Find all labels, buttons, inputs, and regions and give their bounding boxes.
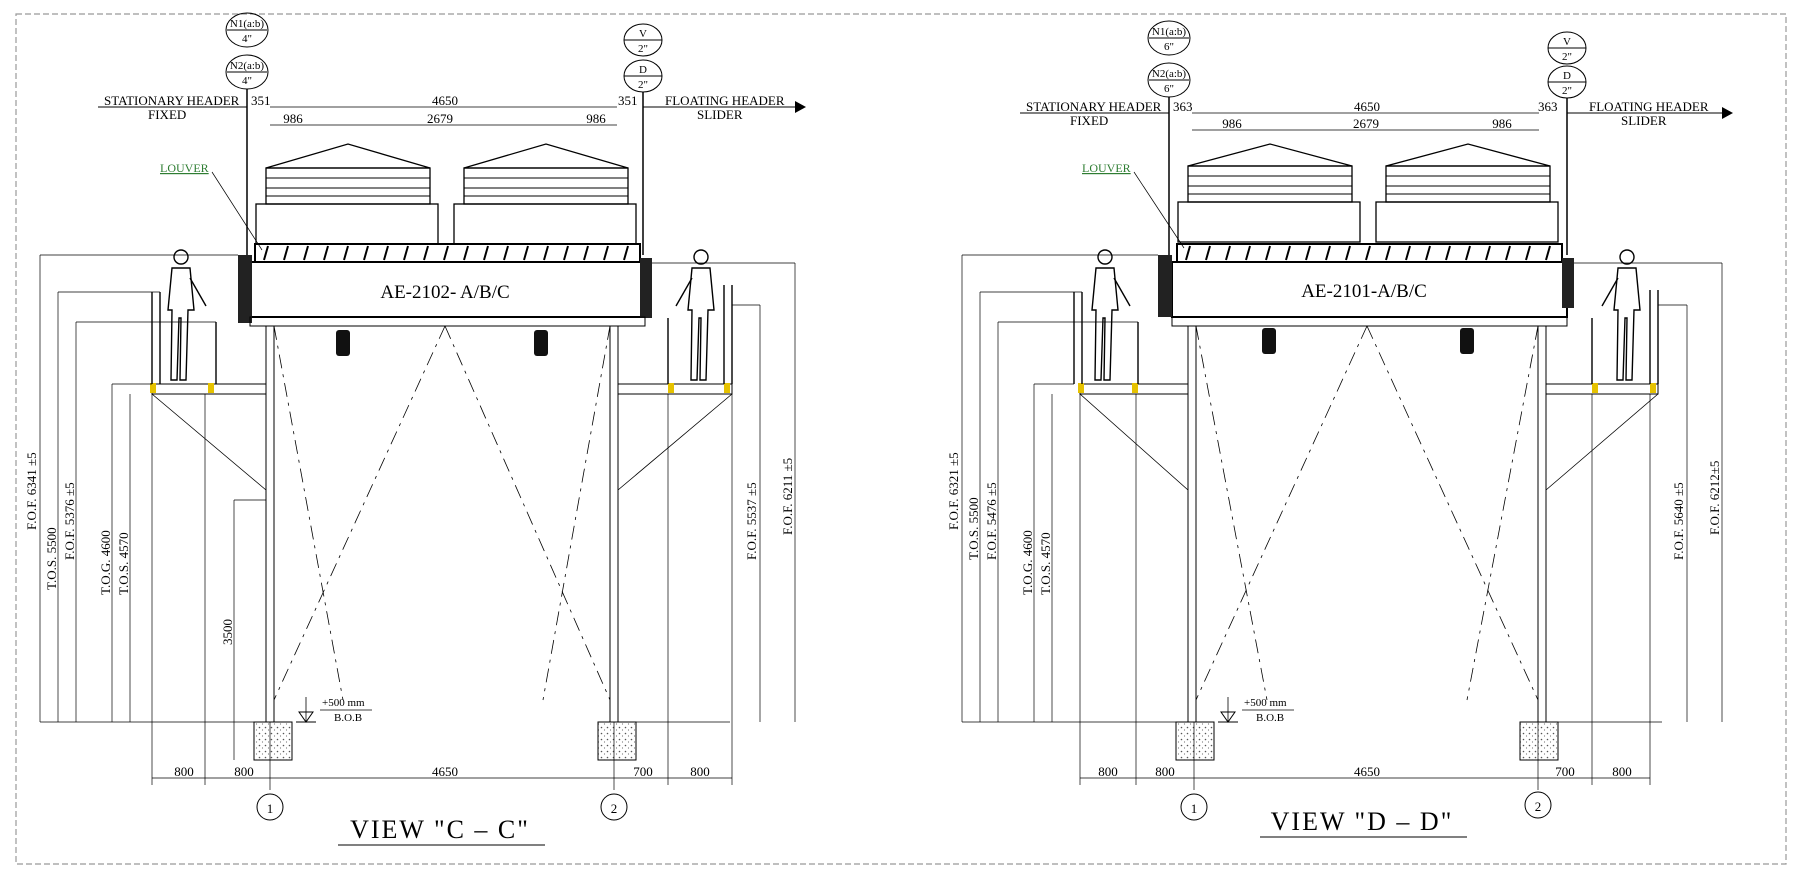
operator-left — [167, 249, 207, 381]
dim-bottom-800c: 800 — [690, 764, 710, 779]
dim-bay-mid: 2679 — [427, 111, 453, 126]
elev-fof-6341: F.O.F. 6341 ±5 — [24, 452, 39, 530]
elev-fof-5476: F.O.F. 5476 ±5 — [984, 482, 999, 560]
louver-label: LOUVER — [1082, 161, 1131, 175]
nozzle-n2-size: 6" — [1164, 83, 1174, 95]
dim-bottom-800a: 800 — [174, 764, 194, 779]
elev-fof-6212: F.O.F. 6212±5 — [1707, 461, 1722, 535]
dim-bottom-700: 700 — [1555, 764, 1575, 779]
nozzle-n1-name: N1(a:b) — [1152, 26, 1187, 38]
elev-fof-5640: F.O.F. 5640 ±5 — [1671, 482, 1686, 560]
nozzle-n2-size: 4" — [242, 75, 252, 87]
elev-fof-5376: F.O.F. 5376 ±5 — [62, 482, 77, 560]
nozzle-v-name: V — [1563, 36, 1571, 48]
elev-tos-4570: T.O.S. 4570 — [116, 532, 131, 595]
floating-header-sub: SLIDER — [697, 107, 743, 122]
foundation-right — [1519, 721, 1559, 761]
fan-hood-right — [453, 143, 637, 245]
fan-hood-right — [1375, 143, 1559, 243]
foundation-left — [1175, 721, 1215, 761]
dim-bottom-800c: 800 — [1612, 764, 1632, 779]
stationary-header-sub: FIXED — [1070, 113, 1108, 128]
nozzle-d-size: 2" — [638, 79, 648, 91]
dim-right-offset: 363 — [1538, 99, 1558, 114]
nozzle-v-name: V — [639, 28, 647, 40]
dim-bottom-800b: 800 — [234, 764, 254, 779]
elev-fof-6211: F.O.F. 6211 ±5 — [780, 458, 795, 535]
elev-tog-4600: T.O.G. 4600 — [98, 530, 113, 595]
nozzle-bubbles-right: V 2" D 2" — [1547, 31, 1587, 255]
dim-right-offset: 351 — [618, 93, 638, 108]
equipment-tag: AE-2101-A/B/C — [1301, 281, 1427, 302]
dim-bay-left: 986 — [1222, 116, 1242, 131]
dim-bottom-4650: 4650 — [1354, 764, 1380, 779]
grid-marker-2: 2 — [1535, 799, 1542, 814]
equipment-tag: AE-2102- A/B/C — [380, 282, 509, 303]
dim-bay-right: 986 — [586, 111, 606, 126]
floating-header-label: FLOATING HEADER — [1589, 99, 1709, 114]
nozzle-n2-name: N2(a:b) — [230, 60, 265, 72]
grid-marker-1: 1 — [1191, 801, 1198, 816]
nozzle-n1-size: 4" — [242, 33, 252, 45]
nozzle-d-name: D — [1563, 70, 1571, 82]
dim-bottom-700: 700 — [633, 764, 653, 779]
grid-marker-2: 2 — [611, 801, 618, 816]
view-title: VIEW "C – C" — [350, 815, 530, 844]
elev-tos-5500: T.O.S. 5500 — [966, 497, 981, 560]
nozzle-d-size: 2" — [1562, 85, 1572, 97]
dim-bay-right: 986 — [1492, 116, 1512, 131]
bob-note: +500 mm — [322, 697, 365, 709]
dim-bottom-4650: 4650 — [432, 764, 458, 779]
nozzle-bubbles-left: N1(a:b) 4" N2(a:b) 4" — [225, 12, 269, 255]
nozzle-n1-name: N1(a:b) — [230, 18, 265, 30]
nozzle-d-name: D — [639, 64, 647, 76]
elev-tos-4570: T.O.S. 4570 — [1038, 532, 1053, 595]
elev-fof-6321: F.O.F. 6321 ±5 — [946, 452, 961, 530]
nozzle-v-size: 2" — [638, 43, 648, 55]
dim-bay-left: 986 — [283, 111, 303, 126]
nozzle-v-size: 2" — [1562, 51, 1572, 63]
fan-hood-left — [1177, 143, 1361, 243]
louver-label: LOUVER — [160, 161, 209, 175]
operator-right — [675, 249, 715, 381]
dim-left-offset: 363 — [1173, 99, 1193, 114]
foundation-left — [253, 721, 293, 761]
sheet-border — [15, 13, 1787, 865]
dim-left-offset: 351 — [251, 93, 271, 108]
dim-bottom-800b: 800 — [1155, 764, 1175, 779]
operator-right — [1601, 249, 1641, 381]
stationary-header-sub: FIXED — [148, 107, 186, 122]
grid-marker-1: 1 — [267, 801, 274, 816]
view-c-c: N1(a:b) 4" N2(a:b) 4" V 2" D 2" STATIONA… — [24, 12, 806, 846]
elev-tog-4600: T.O.G. 4600 — [1020, 530, 1035, 595]
dim-bay-mid: 2679 — [1353, 116, 1379, 131]
column-height-dim: 3500 — [220, 619, 235, 645]
nozzle-bubbles-left: N1(a:b) 6" N2(a:b) 6" — [1147, 20, 1191, 255]
dim-overall-top: 4650 — [1354, 99, 1380, 114]
bob-label: B.O.B — [334, 712, 362, 724]
nozzle-n1-size: 6" — [1164, 41, 1174, 53]
stationary-header-label: STATIONARY HEADER — [1026, 99, 1162, 114]
stationary-header-label: STATIONARY HEADER — [104, 93, 240, 108]
fan-hood-left — [255, 143, 439, 245]
elev-fof-5537: F.O.F. 5537 ±5 — [744, 482, 759, 560]
dim-bottom-800a: 800 — [1098, 764, 1118, 779]
view-d-d: N1(a:b) 6" N2(a:b) 6" V 2" D 2" STATIONA… — [946, 20, 1733, 838]
floating-header-label: FLOATING HEADER — [665, 93, 785, 108]
bob-note: +500 mm — [1244, 697, 1287, 709]
dim-overall-top: 4650 — [432, 93, 458, 108]
nozzle-n2-name: N2(a:b) — [1152, 68, 1187, 80]
elev-tos-5500: T.O.S. 5500 — [44, 527, 59, 590]
operator-left — [1091, 249, 1131, 381]
bob-label: B.O.B — [1256, 712, 1284, 724]
foundation-right — [597, 721, 637, 761]
floating-header-sub: SLIDER — [1621, 113, 1667, 128]
view-title: VIEW "D – D" — [1271, 807, 1454, 836]
nozzle-bubbles-right: V 2" D 2" — [623, 23, 663, 255]
